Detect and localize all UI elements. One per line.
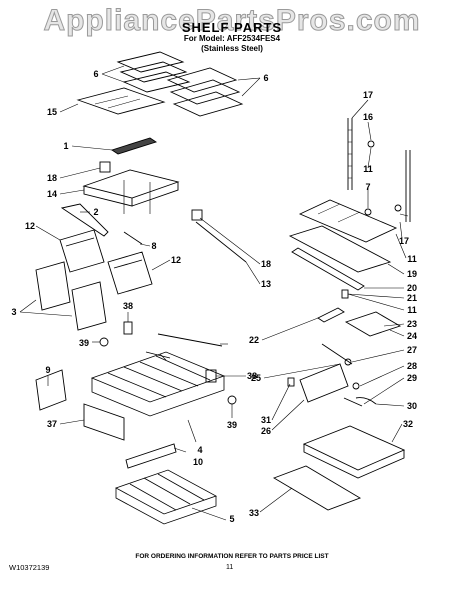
basket-front-side [35,369,67,411]
model-number: For Model: AFF2534FES4 [183,34,281,43]
freezer-tray [302,425,406,479]
callout-17: 17 [399,236,409,246]
support-rod [123,231,143,245]
callout-25: 25 [251,373,261,383]
callout-30: 30 [407,401,417,411]
callout-18: 18 [261,259,271,269]
callout-2: 2 [93,207,98,217]
shelf-clip [341,289,349,299]
bracket-left [99,161,111,173]
callout-6: 6 [93,69,98,79]
bracket-right [191,209,203,221]
callout-12: 12 [171,255,181,265]
mechanism-housing [299,363,349,403]
callout-16: 16 [363,112,373,122]
screw-middle [364,208,372,216]
glass-shelf-panel [76,87,166,115]
basket-rod [157,333,223,347]
drawer-front-left [35,261,71,311]
callout-37: 39 [79,338,89,348]
side-rail-right [405,150,411,222]
callout-36: 38 [123,301,133,311]
roller-bottom [352,382,360,390]
gear-left [99,337,109,347]
callout-11: 11 [363,164,373,174]
support-bracket [317,307,345,323]
wire-basket [90,351,226,417]
callout-1: 1 [63,141,68,151]
hinge-bracket-left [123,321,133,335]
callout-17: 17 [363,90,373,100]
callout-3: 3 [11,307,16,317]
long-rod [195,221,247,263]
callout-14: 14 [47,189,57,199]
lower-wire-basket [115,469,217,525]
callout-11: 11 [407,305,417,315]
callout-23: 23 [407,319,417,329]
document-number: W10372139 [9,563,50,572]
callout-4: 4 [197,445,202,455]
pantry-cover [110,137,158,155]
slide-rail [344,311,402,337]
callout-18: 18 [47,173,57,183]
callout-33: 33 [249,508,259,518]
basket-handle [125,443,177,469]
callout-21: 21 [407,293,417,303]
basket-front-panel [83,403,125,441]
glass-shelf [298,199,398,243]
shelf-trim [288,225,392,273]
callout-28: 28 [407,361,417,371]
drawer-front-right [71,281,107,331]
model-variant: (Stainless Steel) [201,44,263,53]
watermark: AppliancePartsPros.com [43,4,421,38]
callout-9: 9 [45,365,50,375]
callout-11: 11 [407,254,417,264]
roller-top [344,358,352,366]
callout-24: 24 [407,331,417,341]
ordering-note: FOR ORDERING INFORMATION REFER TO PARTS … [135,553,329,560]
shelf-front-strip [291,247,365,291]
page-number: 11 [226,564,234,571]
callout-15: 15 [47,107,57,117]
callout-19: 19 [407,269,417,279]
callout-37: 39 [227,420,237,430]
callout-27: 27 [407,345,417,355]
callout-26: 26 [261,426,271,436]
pantry-drawer-right [107,251,153,295]
callout-5: 5 [229,514,234,524]
callout-31: 31 [261,415,271,425]
screw-top [367,140,375,148]
diagram-title: SHELF PARTS [181,20,283,35]
callout-10: 10 [193,457,203,467]
callout-32: 32 [403,419,413,429]
callout-29: 29 [407,373,417,383]
callout-35: 37 [47,419,57,429]
cover-strip [60,203,109,237]
pantry-drawer-left [59,229,105,273]
gear-right [227,395,237,405]
callout-8: 8 [151,241,156,251]
wire-harness [355,397,377,405]
support-arm [321,343,353,365]
tray-front [272,465,362,511]
callout-12: 12 [25,221,35,231]
callout-6: 6 [263,73,268,83]
upper-shelf-frame-right [166,67,244,117]
small-clip [287,377,295,387]
callout-13: 13 [261,279,271,289]
axle [343,397,363,407]
screw-rail [394,204,402,212]
upper-shelf-frame-left [116,51,191,93]
callout-22: 22 [249,335,259,345]
callout-7: 7 [365,182,370,192]
callout-36: 38 [247,371,257,381]
callout-20: 20 [407,283,417,293]
